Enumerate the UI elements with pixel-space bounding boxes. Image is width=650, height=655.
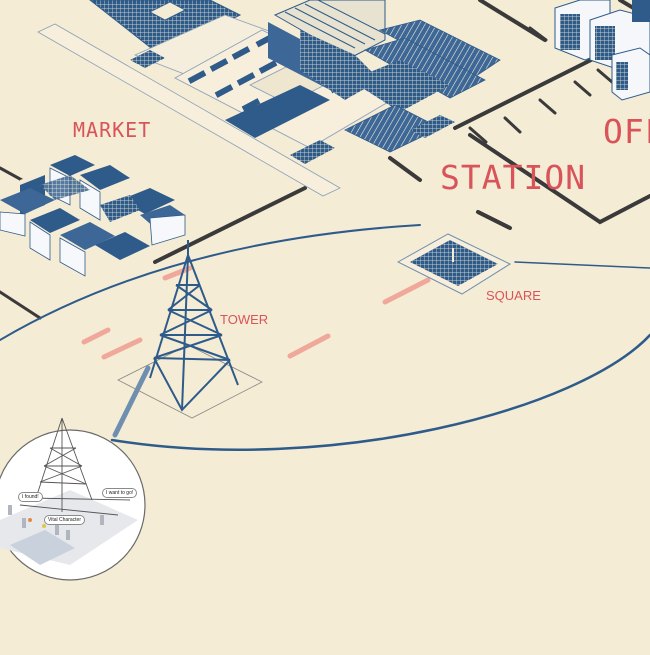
market-label: MARKET [73,118,152,142]
tower-label: TOWER [220,312,269,327]
walking-paths [81,265,431,360]
square [396,233,512,295]
station-complex [225,0,501,153]
street-band [37,23,341,197]
station-frame [477,210,511,230]
market-buildings [0,155,186,277]
inset-bubble-character: Vital Character [44,515,85,525]
square-label: SQUARE [486,288,541,303]
tower-inset [0,417,146,581]
office-label: OFF [603,112,650,151]
tower [117,240,263,419]
office-buildings [554,0,650,101]
station-label: STATION [440,158,587,197]
inset-bubble-found: I found! [18,492,43,502]
inset-bubble-want-to-go: I want to go! [102,488,138,498]
